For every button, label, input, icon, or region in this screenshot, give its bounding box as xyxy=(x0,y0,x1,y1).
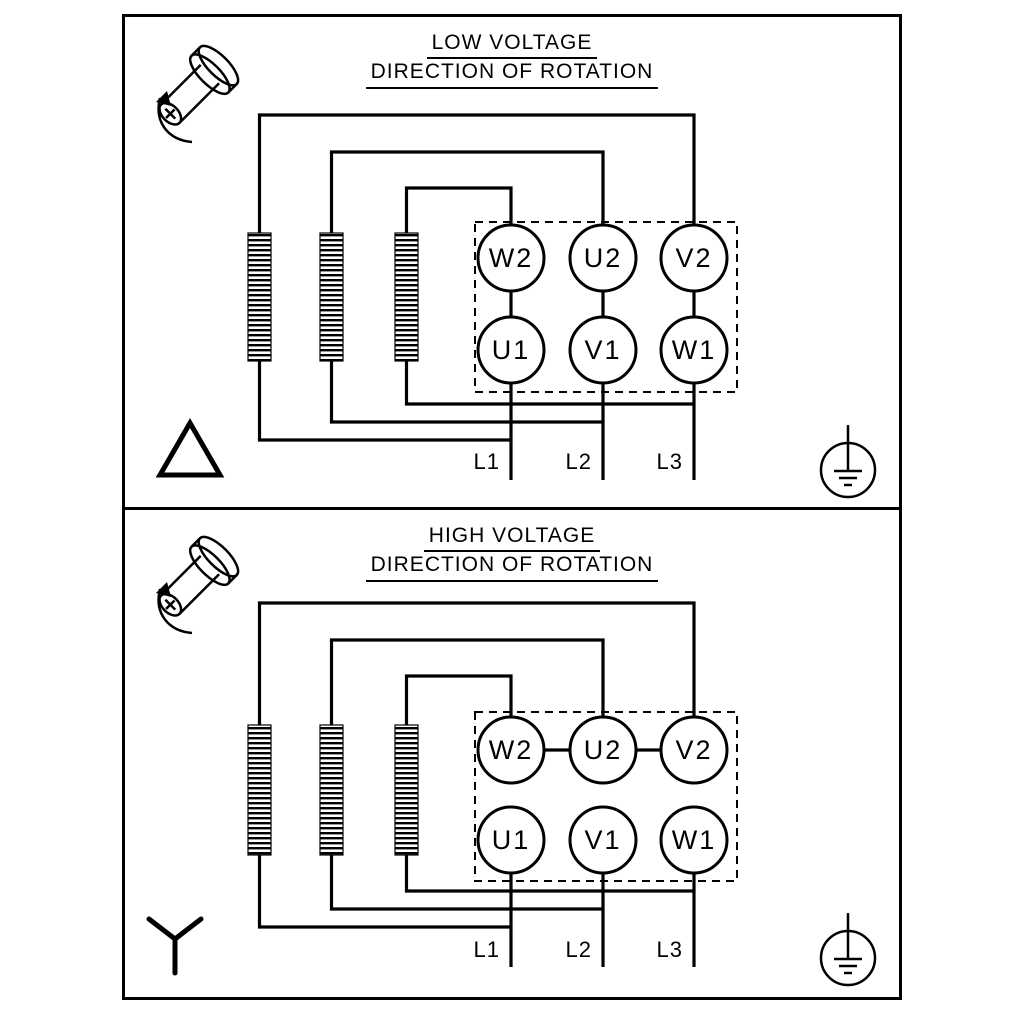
supply-label-l1: L1 xyxy=(474,449,500,474)
terminals: W2 U2 V2 U1 V1 W1 xyxy=(476,223,729,385)
panel-border xyxy=(122,507,902,1000)
terminal-u2 xyxy=(568,223,638,293)
terminal-label-w2: W2 xyxy=(489,735,534,765)
motor-shaft-rotation-icon xyxy=(156,44,240,144)
wiring-top xyxy=(257,601,696,725)
winding-coil-3 xyxy=(394,724,419,856)
terminal-label-v2: V2 xyxy=(675,735,712,765)
supply-label-l2: L2 xyxy=(566,449,592,474)
wiring-bottom xyxy=(257,855,696,967)
page-subtitle-high: DIRECTION OF ROTATION xyxy=(365,552,659,582)
terminal-label-v2: V2 xyxy=(675,243,712,273)
terminal-board-outline xyxy=(474,221,738,393)
page-subtitle: DIRECTION OF ROTATION xyxy=(365,59,659,89)
high-voltage-diagram: W2 U2 V2 U1 V1 W1 L1 L2 L3 xyxy=(122,507,902,1000)
delta-symbol xyxy=(155,417,225,478)
terminal-u2 xyxy=(568,715,638,785)
delta-terminal-links xyxy=(509,291,696,317)
terminal-label-u2: U2 xyxy=(584,243,623,273)
supply-label-l1: L1 xyxy=(474,937,500,962)
wiring-bottom xyxy=(257,361,696,480)
terminal-label-v1: V1 xyxy=(584,825,621,855)
winding-coil-2 xyxy=(319,232,344,362)
rotation-arrowhead xyxy=(156,91,171,106)
winding-coil-1 xyxy=(247,724,272,856)
terminal-label-w1: W1 xyxy=(672,335,717,365)
terminal-label-u1: U1 xyxy=(492,335,531,365)
star-symbol xyxy=(146,916,204,976)
terminal-label-u1: U1 xyxy=(492,825,531,855)
terminal-u1 xyxy=(476,315,546,385)
terminal-v2 xyxy=(659,223,729,293)
rotation-arrowhead xyxy=(156,582,171,597)
terminal-label-w1: W1 xyxy=(672,825,717,855)
terminal-w2 xyxy=(476,715,546,785)
terminal-label-w2: W2 xyxy=(489,243,534,273)
terminal-label-u2: U2 xyxy=(584,735,623,765)
supply-label-l2: L2 xyxy=(566,937,592,962)
winding-coil-3 xyxy=(394,232,419,362)
terminal-w2 xyxy=(476,223,546,293)
panel-high-titles: HIGH VOLTAGE DIRECTION OF ROTATION xyxy=(122,523,902,582)
supply-labels: L1 L2 L3 xyxy=(474,937,683,962)
winding-coil-2 xyxy=(319,724,344,856)
terminals: W2 U2 V2 U1 V1 W1 xyxy=(476,715,729,875)
panel-low-titles: LOW VOLTAGE DIRECTION OF ROTATION xyxy=(122,30,902,89)
terminal-v1 xyxy=(568,805,638,875)
supply-label-l3: L3 xyxy=(657,937,683,962)
terminal-u1 xyxy=(476,805,546,875)
page-title: LOW VOLTAGE xyxy=(426,30,598,60)
terminal-w1 xyxy=(659,805,729,875)
panel-high-voltage: HIGH VOLTAGE DIRECTION OF ROTATION xyxy=(122,507,902,1000)
terminal-label-v1: V1 xyxy=(584,335,621,365)
terminal-v2 xyxy=(659,715,729,785)
supply-label-l3: L3 xyxy=(657,449,683,474)
winding-coils xyxy=(247,232,419,362)
supply-labels: L1 L2 L3 xyxy=(474,449,683,474)
earth-ground-icon xyxy=(819,425,877,499)
terminal-v1 xyxy=(568,315,638,385)
rotation-arrow xyxy=(157,97,193,144)
panel-low-voltage: LOW VOLTAGE DIRECTION OF ROTATION xyxy=(122,14,902,510)
winding-coils xyxy=(247,724,419,856)
page-title-high: HIGH VOLTAGE xyxy=(423,523,601,553)
earth-ground-icon xyxy=(819,913,877,987)
motor-shaft-rotation-icon xyxy=(156,535,240,635)
terminal-w1 xyxy=(659,315,729,385)
wiring-top xyxy=(257,113,696,233)
winding-coil-1 xyxy=(247,232,272,362)
terminal-board-outline xyxy=(474,711,738,882)
rotation-arrow xyxy=(157,588,193,635)
low-voltage-diagram: W2 U2 V2 U1 V1 W1 L1 L2 L3 xyxy=(122,14,902,510)
